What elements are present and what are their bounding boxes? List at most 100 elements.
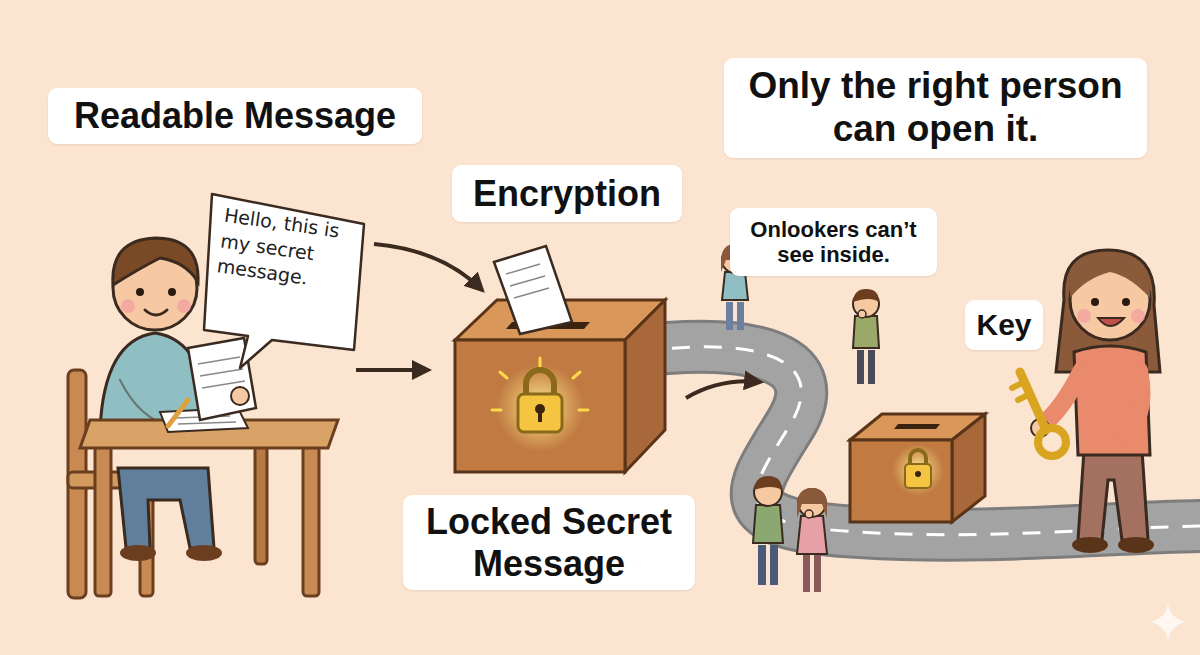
road <box>640 347 1200 535</box>
key-icon <box>1012 372 1066 456</box>
desk <box>303 446 319 596</box>
locked-box <box>496 364 584 452</box>
boy <box>118 468 214 548</box>
road <box>630 347 1200 535</box>
girl <box>1122 298 1130 306</box>
girl <box>1078 450 1148 540</box>
onlooker <box>803 554 810 592</box>
flow-arrow <box>356 368 428 372</box>
onlooker <box>858 310 866 318</box>
bubble-outline <box>204 194 364 368</box>
boy <box>121 299 135 313</box>
locked-box <box>894 424 940 429</box>
held-paper <box>198 357 240 364</box>
boy <box>186 545 222 561</box>
locked-box <box>579 409 588 412</box>
key-icon <box>1038 428 1066 456</box>
locked-box <box>518 394 562 432</box>
onlooker <box>758 545 766 585</box>
key-icon <box>1012 382 1024 388</box>
flow-arrow <box>374 244 482 290</box>
boy <box>168 288 176 296</box>
girl <box>1131 309 1145 323</box>
onlooker <box>797 516 827 554</box>
locked-box <box>850 414 985 522</box>
locked-box <box>625 300 665 472</box>
onlooker <box>770 545 778 585</box>
label-box: Encryption <box>452 165 682 222</box>
label-text: Readable Message <box>74 95 396 136</box>
desk <box>168 400 188 426</box>
onlooker <box>857 350 864 384</box>
girl <box>1072 537 1108 553</box>
locked-box <box>915 471 921 477</box>
girl <box>1091 298 1099 306</box>
girl <box>1042 370 1082 425</box>
locked-box <box>952 414 985 522</box>
girl <box>1077 309 1091 323</box>
locked-box <box>539 358 542 366</box>
onlooker <box>737 302 744 330</box>
locked-box <box>510 276 545 286</box>
label-box: Key <box>965 300 1043 350</box>
onlooker <box>722 272 748 300</box>
onlooker <box>868 350 875 384</box>
onlooker <box>797 488 827 518</box>
onlooker <box>754 476 782 490</box>
onlooker <box>853 289 879 302</box>
girl <box>1070 258 1150 298</box>
locked-box <box>500 372 507 378</box>
onlooker <box>814 554 821 592</box>
flow-arrow <box>686 381 760 398</box>
locked-box <box>526 370 554 396</box>
desk <box>80 400 338 596</box>
locked-box <box>455 246 665 472</box>
locked-box <box>905 464 931 488</box>
label-box: Only the right person can open it. <box>724 58 1147 158</box>
road <box>630 347 1200 535</box>
locked-box <box>492 409 501 412</box>
desk <box>255 446 267 564</box>
held-paper <box>200 369 243 376</box>
label-text: Locked Secret Message <box>413 501 685 584</box>
locked-box <box>850 440 952 522</box>
held-paper <box>231 387 249 405</box>
label-text: Onlookers can’t see inside. <box>740 217 927 268</box>
girl <box>1118 537 1154 553</box>
onlooker <box>853 289 879 384</box>
onlooker <box>797 488 827 592</box>
locked-box <box>892 444 944 496</box>
boy <box>136 288 144 296</box>
locked-box <box>538 410 542 422</box>
label-text: Only the right person can open it. <box>734 65 1137 150</box>
locked-box <box>494 246 572 334</box>
boy <box>145 310 167 315</box>
road <box>630 347 1200 535</box>
onlooker <box>853 316 879 348</box>
label-box: Locked Secret Message <box>403 495 695 590</box>
key-icon <box>1018 394 1030 400</box>
onlooker <box>753 476 783 585</box>
girl <box>1031 250 1160 553</box>
locked-box <box>514 288 549 298</box>
speech-bubble: Hello, this is my secret message. <box>198 180 376 368</box>
onlooker <box>798 489 826 517</box>
label-box: Onlookers can’t see inside. <box>730 208 937 276</box>
girl <box>1098 318 1124 326</box>
label-text: Encryption <box>473 173 661 214</box>
desk <box>178 422 236 424</box>
onlooker <box>753 505 783 543</box>
girl <box>1120 370 1143 440</box>
boy <box>113 238 198 285</box>
desk <box>95 446 111 596</box>
onlooker <box>726 302 733 330</box>
boy <box>120 545 156 561</box>
label-box: Readable Message <box>48 88 422 144</box>
boy <box>177 299 191 313</box>
label-text: Key <box>976 308 1031 343</box>
locked-box <box>573 372 580 378</box>
locked-box <box>506 264 540 274</box>
onlooker <box>805 510 813 518</box>
